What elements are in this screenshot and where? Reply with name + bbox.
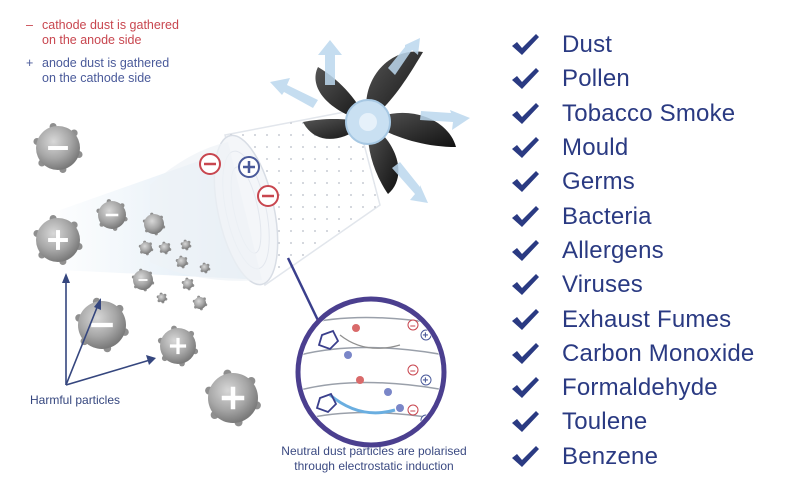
checklist-item: Viruses	[510, 268, 754, 302]
dust-particle	[181, 277, 195, 291]
checklist-item-label: Viruses	[562, 271, 643, 299]
check-icon	[510, 308, 540, 332]
filter-cylinder-icon	[150, 109, 381, 287]
legend-cathode: – cathode dust is gathered on the anode …	[26, 18, 179, 48]
checklist-item-label: Germs	[562, 168, 635, 196]
checklist-item-label: Dust	[562, 31, 613, 59]
harmful-particles-arrows	[62, 273, 156, 386]
svg-text:–: –	[410, 406, 416, 417]
minus-symbol: –	[26, 18, 33, 32]
svg-text:–: –	[410, 366, 416, 377]
dust-particle	[131, 268, 155, 292]
check-icon	[510, 136, 540, 160]
check-icon	[510, 205, 540, 229]
check-icon	[510, 102, 540, 126]
dust-particle	[33, 215, 83, 265]
check-icon	[510, 273, 540, 297]
checklist-item-label: Allergens	[562, 236, 664, 264]
checklist-item: Exhaust Fumes	[510, 302, 754, 336]
svg-text:+: +	[423, 331, 429, 342]
dust-particle	[138, 240, 154, 256]
checklist-item: Formaldehyde	[510, 371, 754, 405]
check-icon	[510, 342, 540, 366]
legend-anode: + anode dust is gathered on the cathode …	[26, 56, 179, 86]
checklist-item: Mould	[510, 131, 754, 165]
checklist-item-label: Formaldehyde	[562, 374, 718, 402]
induction-caption: Neutral dust particles are polarised thr…	[281, 444, 467, 473]
checklist-item-label: Mould	[562, 134, 629, 162]
legend-cathode-text: cathode dust is gathered on the anode si…	[42, 18, 179, 47]
dust-particle	[158, 241, 172, 255]
check-icon	[510, 170, 540, 194]
checklist-item: Pollen	[510, 62, 754, 96]
checklist-item: Dust	[510, 28, 754, 62]
dust-particle	[156, 292, 168, 304]
dust-particle	[157, 325, 199, 367]
minus-charge-icon	[199, 153, 221, 175]
dust-particle	[75, 297, 129, 353]
magnified-view: – + – + – +	[295, 296, 447, 448]
legend-anode-text: anode dust is gathered on the cathode si…	[42, 56, 170, 85]
svg-text:+: +	[423, 376, 429, 387]
checklist-item: Tobacco Smoke	[510, 97, 754, 131]
dust-particle	[175, 255, 189, 269]
checklist-item-label: Bacteria	[562, 202, 652, 230]
dust-particles	[33, 123, 261, 427]
plus-symbol: +	[26, 56, 34, 70]
dust-particle	[199, 262, 211, 274]
checklist-item: Germs	[510, 165, 754, 199]
check-icon	[510, 239, 540, 263]
checklist-item: Carbon Monoxide	[510, 337, 754, 371]
check-icon	[510, 445, 540, 469]
dust-particle	[142, 212, 166, 236]
dust-particle	[180, 239, 192, 251]
checklist-item-label: Toulene	[562, 408, 648, 436]
harmful-particles-label: Harmful particles	[30, 393, 121, 407]
check-icon	[510, 33, 540, 57]
checklist-item: Bacteria	[510, 199, 754, 233]
checklist-item-label: Exhaust Fumes	[562, 305, 732, 333]
fan-icon	[303, 51, 456, 194]
checklist-item: Toulene	[510, 405, 754, 439]
dust-particle	[96, 199, 128, 231]
dust-particle	[205, 369, 261, 427]
plus-charge-icon	[238, 156, 260, 178]
dust-particle	[192, 295, 208, 311]
legend: – cathode dust is gathered on the anode …	[26, 18, 179, 94]
airflow-arrows	[270, 38, 470, 203]
checklist-item-label: Tobacco Smoke	[562, 99, 736, 127]
checklist-item-label: Benzene	[562, 442, 659, 470]
svg-text:–: –	[410, 321, 416, 332]
checklist-item: Benzene	[510, 440, 754, 474]
check-icon	[510, 376, 540, 400]
dust-particle	[33, 123, 83, 173]
check-icon	[510, 67, 540, 91]
checklist-item-label: Carbon Monoxide	[562, 339, 755, 367]
check-icon	[510, 410, 540, 434]
checklist-item-label: Pollen	[562, 65, 630, 93]
checklist-item: Allergens	[510, 234, 754, 268]
minus-charge-icon	[257, 185, 279, 207]
